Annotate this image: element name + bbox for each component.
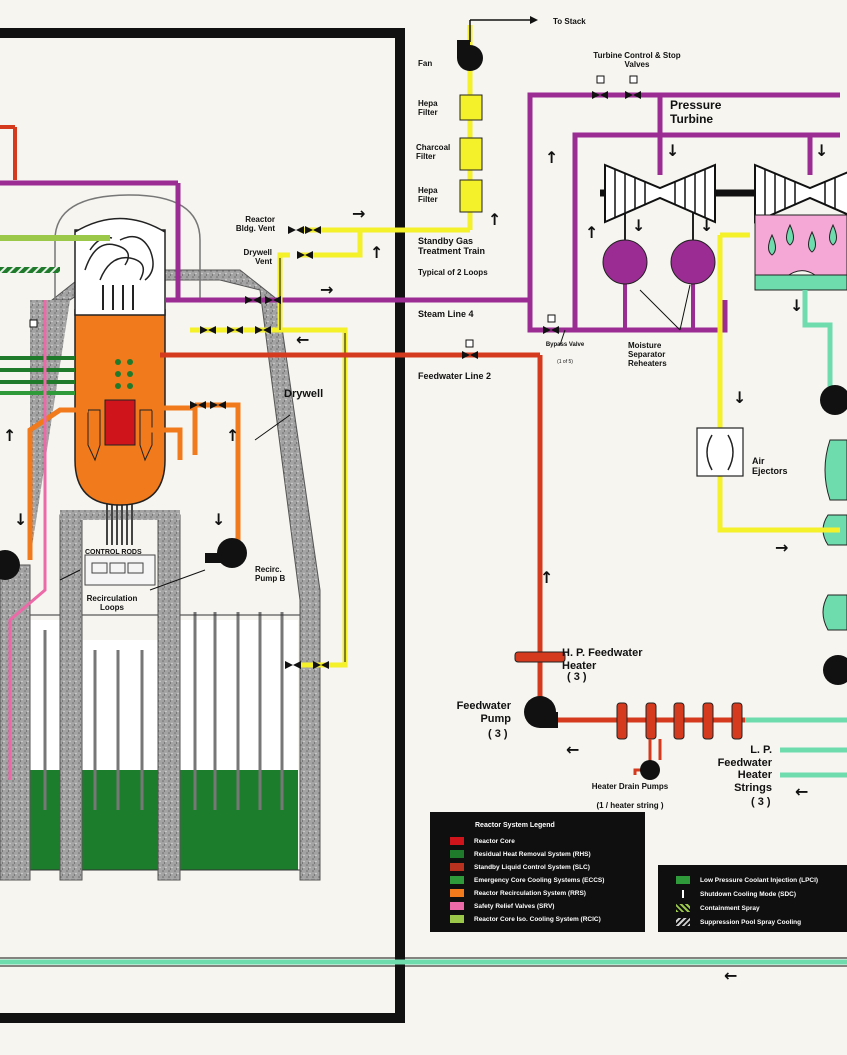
flow-arrow-icon: ↑	[370, 243, 384, 262]
legend-title: Reactor System Legend	[475, 822, 555, 829]
reactor-bldg-vent-label: Reactor Bldg. Vent	[235, 215, 275, 234]
flow-arrow-icon: ↑	[488, 210, 502, 229]
air-ejectors-label: Air Ejectors	[752, 456, 788, 477]
flow-arrow-icon: ←	[566, 740, 580, 759]
flow-arrow-icon: →	[320, 280, 334, 299]
filter-train	[459, 94, 483, 213]
bypass-count-label: (1 of 5)	[557, 359, 573, 365]
cooling-mode-legend: Low Pressure Coolant Injection (LPCI) Sh…	[658, 865, 847, 932]
flow-arrow-icon: ↑	[585, 223, 599, 242]
hepa-filter-2-label: Hepa Filter	[418, 186, 438, 205]
condensate-pumps	[820, 385, 847, 685]
flow-arrow-icon: ↓	[666, 141, 680, 160]
hp-heater-count: ( 3 )	[567, 671, 587, 683]
flow-arrow-icon: ↓	[14, 510, 28, 529]
low-pressure-turbine	[754, 163, 847, 224]
pedestal-right	[157, 514, 181, 881]
flow-arrow-icon: ↓	[212, 510, 226, 529]
hatch-icon	[676, 918, 690, 926]
turbine-valves-label: Turbine Control & Stop Valves	[593, 51, 681, 70]
lp-heater-label: L. P. Feedwater Heater Strings	[717, 744, 772, 794]
flow-arrow-icon: →	[775, 538, 789, 557]
legend-item: Reactor Recirculation System (RRS)	[450, 888, 586, 898]
recirc-pump-a	[0, 550, 20, 580]
flow-arrow-icon: ←	[296, 330, 310, 349]
drywell-vent-label: Drywell Vent	[243, 248, 272, 267]
flow-arrow-icon: ←	[795, 782, 809, 801]
recirc-pump-b	[205, 538, 247, 568]
fan-label: Fan	[418, 59, 433, 68]
standby-gas-label: Standby Gas Treatment Train	[418, 236, 486, 257]
heater-drain-count: (1 / heater string )	[596, 801, 664, 810]
flow-arrow-icon: ↓	[632, 216, 646, 235]
flow-arrow-icon: ↓	[733, 388, 747, 407]
flow-arrow-icon: ↑	[3, 426, 17, 445]
flow-arrow-icon: ↓	[700, 216, 714, 235]
legend-item: Shutdown Cooling Mode (SDC)	[676, 889, 796, 899]
feedwater-pump-count: ( 3 )	[488, 728, 508, 740]
valves	[190, 91, 641, 669]
feedwater-pump-label: Feedwater Pump	[456, 700, 511, 725]
legend-item: Emergency Core Cooling Systems (ECCS)	[450, 875, 604, 885]
moisture-separator-label: Moisture Separator Reheaters	[628, 341, 667, 369]
feedwater-line-label: Feedwater Line 2	[418, 371, 492, 381]
legend-item: Suppression Pool Spray Cooling	[676, 917, 801, 927]
legend-item: Reactor Core	[450, 836, 515, 846]
charcoal-filter-label: Charcoal Filter	[416, 143, 451, 162]
legend-item: Containment Spray	[676, 903, 760, 913]
flow-arrow-icon: ↑	[540, 568, 554, 587]
legend-item: Residual Heat Removal System (RHS)	[450, 849, 591, 859]
fan	[457, 16, 538, 71]
lp-heater-count: ( 3 )	[751, 796, 771, 808]
pressure-turbine-label: Pressure Turbine	[670, 98, 722, 126]
white-tick-icon	[682, 890, 684, 898]
hp-feedwater-heater	[514, 651, 566, 663]
lp-feedwater-heaters	[616, 702, 743, 740]
legend-item: Standby Liquid Control System (SLC)	[450, 862, 590, 872]
steam-line-label: Steam Line 4	[418, 309, 474, 319]
condensate-piping	[0, 290, 847, 965]
legend-item: Reactor Core Iso. Cooling System (RCIC)	[450, 914, 601, 924]
hatch-icon	[676, 904, 690, 912]
air-ejectors	[696, 427, 744, 477]
hp-heater-label: H. P. Feedwater Heater	[562, 647, 643, 672]
building-border	[0, 28, 405, 1023]
flow-arrow-icon: →	[352, 204, 366, 223]
feedwater-pump	[524, 696, 558, 728]
reactor-system-legend: Reactor System Legend Reactor Core Resid…	[430, 812, 645, 932]
legend-item: Low Pressure Coolant Injection (LPCI)	[676, 875, 818, 885]
recirc-pump-b-label: Recirc. Pump B	[255, 565, 286, 584]
reactor-vessel	[74, 217, 166, 506]
flow-arrow-icon: ↓	[790, 296, 804, 315]
typical-loops-label: Typical of 2 Loops	[418, 268, 488, 277]
heater-drain-pump	[640, 760, 660, 780]
flow-arrow-icon: ←	[724, 966, 738, 985]
moisture-separators	[602, 190, 716, 330]
drywell-label: Drywell	[284, 388, 324, 400]
control-rod-area	[84, 554, 156, 586]
bypass-valve-label: Bypass Valve	[545, 342, 585, 348]
pressure-turbine	[604, 163, 716, 224]
control-rods-label: CONTROL RODS	[85, 549, 142, 556]
legend-item: Safety Relief Valves (SRV)	[450, 901, 554, 911]
hepa-filter-1-label: Hepa Filter	[418, 99, 438, 118]
pedestal-left	[59, 514, 83, 881]
heater-drain-label: Heater Drain Pumps	[591, 782, 669, 791]
flow-arrow-icon: ↑	[226, 426, 240, 445]
reactor-core	[104, 399, 136, 446]
recirc-loops-label: Recirculation Loops	[86, 594, 138, 613]
condenser	[754, 214, 847, 291]
flow-arrow-icon: ↓	[815, 141, 829, 160]
to-stack-label: To Stack	[553, 17, 586, 26]
flow-arrow-icon: ↑	[545, 148, 559, 167]
